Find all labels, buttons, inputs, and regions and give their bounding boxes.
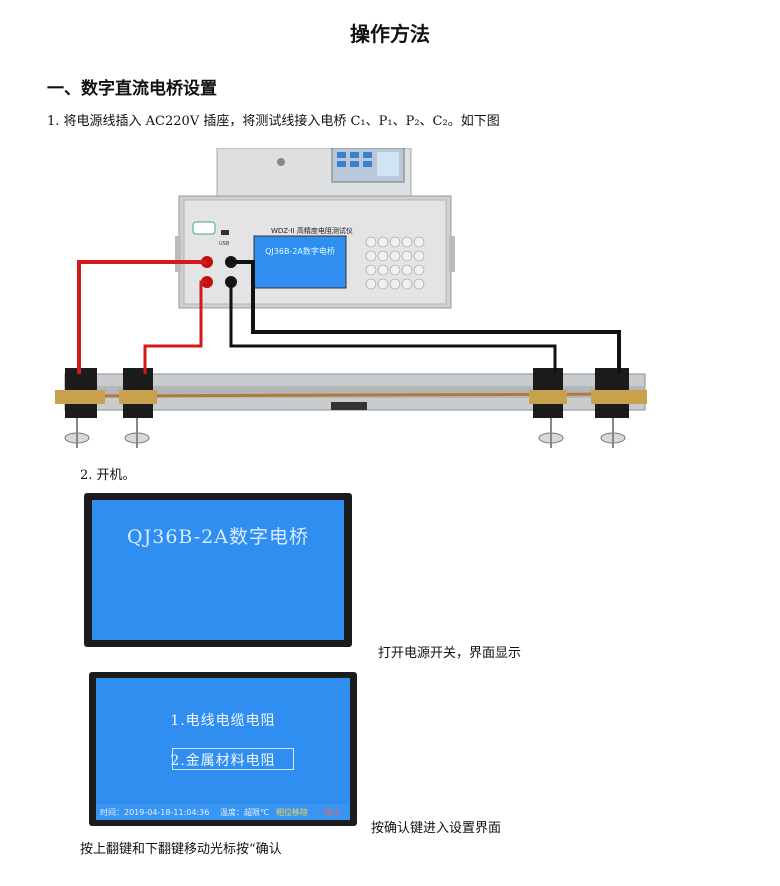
menu-item-metal-resistance: 2.金属材料电阻 bbox=[170, 753, 276, 769]
screen1-photo: QJ36B-2A数字电桥 bbox=[84, 493, 352, 647]
menu-item-cable-resistance: 1.电线电缆电阻 bbox=[170, 713, 276, 729]
status-stop: 停止 bbox=[324, 808, 340, 817]
test-wires bbox=[77, 260, 621, 374]
step2-text: 2. 开机。 bbox=[80, 468, 136, 483]
screen2-photo: 1.电线电缆电阻 2.金属材料电阻 时间：2019-04-18-11:04:36… bbox=[89, 672, 357, 826]
page-title: 操作方法 bbox=[350, 22, 430, 46]
screen2-display: 1.电线电缆电阻 2.金属材料电阻 时间：2019-04-18-11:04:36… bbox=[96, 678, 350, 820]
upper-instrument bbox=[216, 148, 412, 203]
bridge-device: WDZ-II 高精度电阻测试仪 USB QJ36B-2A数字电桥 bbox=[175, 195, 455, 309]
device-model-label: WDZ-II 高精度电阻测试仪 bbox=[271, 226, 353, 235]
section-heading: 一、数字直流电桥设置 bbox=[47, 79, 217, 99]
screen2-status-bar: 时间：2019-04-18-11:04:36 温度：超限℃ 相位移除 停止 bbox=[96, 804, 350, 820]
caption-navigate: 按上翻键和下翻键移动光标按“确认 bbox=[80, 842, 282, 857]
screen1-title: QJ36B-2A数字电桥 bbox=[127, 526, 309, 548]
caption-power-on: 打开电源开关，界面显示 bbox=[378, 646, 522, 661]
equipment-photo: WDZ-II 高精度电阻测试仪 USB QJ36B-2A数字电桥 bbox=[55, 148, 647, 448]
caption-confirm: 按确认键进入设置界面 bbox=[371, 821, 502, 836]
status-operation: 相位移除 bbox=[276, 808, 308, 817]
clamps bbox=[55, 368, 647, 448]
usb-label: USB bbox=[219, 241, 230, 247]
menu-cursor bbox=[172, 748, 294, 770]
status-time: 时间：2019-04-18-11:04:36 bbox=[100, 808, 210, 817]
device-screen-text: QJ36B-2A数字电桥 bbox=[265, 246, 335, 256]
status-temperature: 温度：超限℃ bbox=[220, 808, 269, 817]
screen1-display: QJ36B-2A数字电桥 bbox=[92, 500, 344, 640]
step1-text: 1. 将电源线插入 AC220V 插座，将测试线接入电桥 C₁、P₁、P₂、C₂… bbox=[47, 114, 500, 129]
